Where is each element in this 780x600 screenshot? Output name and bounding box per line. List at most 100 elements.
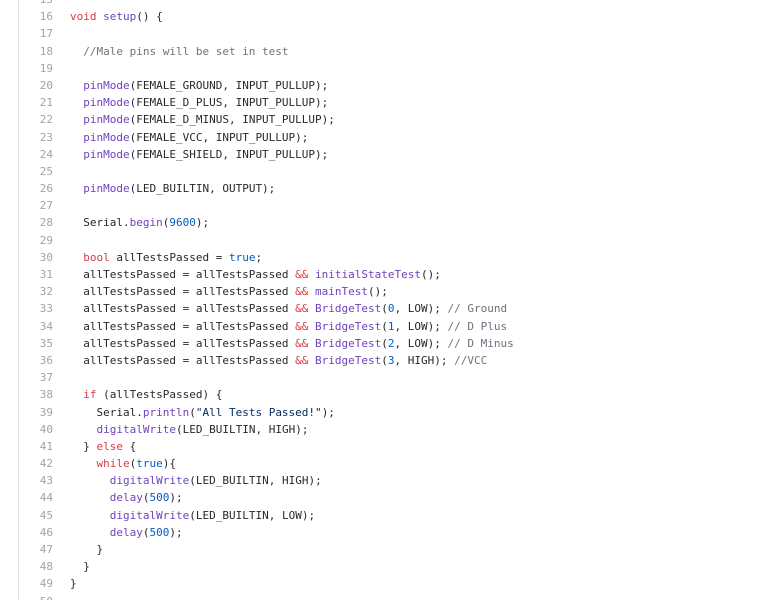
line-number[interactable]: 29 [39, 233, 53, 247]
code-token: pinMode [83, 182, 130, 196]
code-content: void setup() { [53, 8, 780, 25]
line-number[interactable]: 40 [39, 422, 53, 436]
code-line: 27 [0, 197, 780, 214]
code-token: (FEMALE_SHIELD, INPUT_PULLUP); [129, 147, 329, 161]
code-token: ( [142, 525, 150, 539]
code-token [70, 526, 110, 539]
line-number[interactable]: 42 [39, 457, 53, 471]
code-line: 28 Serial.begin(9600); [0, 214, 780, 231]
line-number[interactable]: 28 [39, 216, 53, 230]
code-line: 47 } [0, 541, 780, 558]
code-token: ){ [162, 457, 176, 471]
code-token: (FEMALE_VCC, INPUT_PULLUP); [129, 130, 309, 144]
code-token: (LED_BUILTIN, OUTPUT); [129, 182, 276, 196]
code-token: pinMode [83, 78, 130, 92]
code-line: 31 allTestsPassed = allTestsPassed && in… [0, 266, 780, 283]
code-token: BridgeTest [315, 302, 382, 316]
line-number[interactable]: 15 [0, 0, 53, 8]
code-token: 0 [387, 302, 395, 316]
code-line: 20 pinMode(FEMALE_GROUND, INPUT_PULLUP); [0, 77, 780, 94]
code-token: true [136, 457, 163, 471]
line-number[interactable]: 18 [39, 44, 53, 58]
line-number[interactable]: 49 [39, 577, 53, 591]
line-number[interactable]: 35 [39, 336, 53, 350]
line-number[interactable]: 27 [39, 199, 53, 213]
code-token: delay [109, 525, 143, 539]
line-number[interactable]: 44 [39, 491, 53, 505]
code-token: (); [368, 285, 388, 299]
line-number[interactable]: 24 [39, 147, 53, 161]
code-line: 23 pinMode(FEMALE_VCC, INPUT_PULLUP); [0, 129, 780, 146]
line-number[interactable]: 30 [39, 250, 53, 264]
line-number[interactable]: 47 [39, 543, 53, 556]
line-number[interactable]: 21 [39, 96, 53, 110]
code-token: BridgeTest [315, 319, 382, 333]
line-number[interactable]: 38 [39, 388, 53, 402]
code-content: delay(500); [53, 524, 780, 541]
line-number[interactable]: 16 [39, 10, 53, 24]
code-token [70, 148, 83, 161]
code-token [70, 423, 97, 436]
line-number[interactable]: 20 [39, 78, 53, 92]
line-number[interactable]: 43 [39, 474, 53, 488]
line-number[interactable]: 23 [39, 130, 53, 144]
code-token: } [70, 543, 104, 556]
line-number[interactable]: 32 [39, 285, 53, 299]
line-number[interactable]: 22 [39, 113, 53, 127]
line-number[interactable]: 46 [39, 525, 53, 539]
code-token: while [96, 457, 130, 471]
code-line: 35 allTestsPassed = allTestsPassed && Br… [0, 335, 780, 352]
code-token: && [295, 302, 309, 316]
code-token: allTestsPassed = allTestsPassed [70, 336, 296, 350]
code-line: 18 //Male pins will be set in test [0, 43, 780, 60]
code-content: } [53, 575, 780, 592]
code-token: (FEMALE_D_PLUS, INPUT_PULLUP); [129, 96, 329, 110]
line-number[interactable]: 26 [39, 182, 53, 196]
code-token [70, 457, 97, 470]
code-content [53, 60, 780, 77]
line-number[interactable]: 39 [39, 405, 53, 419]
code-content: allTestsPassed = allTestsPassed && Bridg… [53, 335, 780, 352]
line-number[interactable]: 37 [39, 371, 53, 385]
code-line: 40 digitalWrite(LED_BUILTIN, HIGH); [0, 421, 780, 438]
code-token: ; [255, 250, 263, 264]
code-token [70, 113, 83, 126]
code-token: () { [136, 10, 163, 24]
line-number[interactable]: 41 [39, 439, 53, 453]
code-token: ( [162, 216, 170, 230]
code-line: 34 allTestsPassed = allTestsPassed && Br… [0, 318, 780, 335]
code-token: ( [381, 336, 388, 350]
code-token: && [295, 336, 309, 350]
code-line: 15 [0, 0, 780, 8]
code-content [53, 0, 780, 8]
code-token: ( [189, 405, 196, 419]
code-token: BridgeTest [315, 336, 382, 350]
line-number[interactable]: 36 [39, 353, 53, 367]
code-token: && [295, 353, 309, 367]
code-line: 24 pinMode(FEMALE_SHIELD, INPUT_PULLUP); [0, 146, 780, 163]
line-number[interactable]: 33 [39, 302, 53, 316]
line-number[interactable]: 31 [39, 268, 53, 281]
line-number[interactable]: 19 [39, 61, 53, 75]
code-line: 38 if (allTestsPassed) { [0, 386, 780, 403]
line-number[interactable]: 48 [39, 560, 53, 574]
line-number[interactable]: 25 [39, 164, 53, 178]
line-number[interactable]: 50 [0, 593, 53, 600]
code-token: Serial. [70, 405, 143, 419]
code-token: ); [321, 405, 335, 419]
code-token: begin [129, 216, 163, 230]
code-token: ); [195, 216, 210, 230]
code-line: 50 [0, 593, 780, 600]
line-number[interactable]: 45 [39, 508, 53, 522]
line-number[interactable]: 17 [39, 27, 53, 41]
code-token: { [123, 439, 137, 453]
code-line: 37 [0, 369, 780, 386]
code-content: pinMode(FEMALE_D_MINUS, INPUT_PULLUP); [53, 111, 780, 128]
code-line: 36 allTestsPassed = allTestsPassed && Br… [0, 352, 780, 369]
line-number[interactable]: 34 [39, 319, 53, 333]
code-content: while(true){ [53, 455, 780, 472]
code-content: pinMode(FEMALE_D_PLUS, INPUT_PULLUP); [53, 94, 780, 111]
code-content: pinMode(LED_BUILTIN, OUTPUT); [53, 180, 780, 197]
